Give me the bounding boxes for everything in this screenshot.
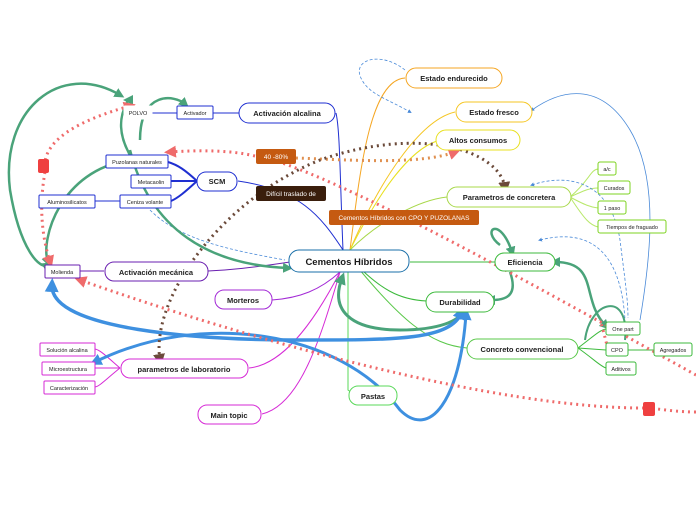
svg-text:Altos consumos: Altos consumos xyxy=(449,136,507,145)
svg-text:Curados: Curados xyxy=(604,186,625,192)
svg-text:SCM: SCM xyxy=(209,177,226,186)
node-molienda[interactable]: Molienda xyxy=(44,264,81,279)
node-activador[interactable]: Activador xyxy=(176,105,214,120)
node-tiempos-fraguado[interactable]: Tiempos de fraguado xyxy=(597,219,667,234)
callout-traslado[interactable]: Difícil traslado de xyxy=(256,186,326,201)
relation-curves xyxy=(7,58,696,422)
svg-text:Ceniza volante: Ceniza volante xyxy=(127,200,163,206)
svg-text:One part: One part xyxy=(612,327,634,333)
svg-text:Parametros de concretera: Parametros de concretera xyxy=(463,193,556,202)
node-cpo[interactable]: CPO xyxy=(605,342,629,357)
svg-text:Aditivos: Aditivos xyxy=(611,367,631,373)
node-ac[interactable]: a/c xyxy=(597,161,617,176)
svg-text:parametros de laboratorio: parametros de laboratorio xyxy=(138,365,231,374)
svg-text:Caracterización: Caracterización xyxy=(50,386,88,392)
node-activacion-mecanica[interactable]: Activación mecánica xyxy=(104,261,209,282)
svg-text:Agregados: Agregados xyxy=(660,348,687,354)
svg-text:40 -80%: 40 -80% xyxy=(264,154,288,161)
svg-text:Cementos Híbridos: Cementos Híbridos xyxy=(305,257,392,268)
node-durabilidad[interactable]: Durabilidad xyxy=(425,291,495,313)
central-node[interactable]: Cementos Híbridos xyxy=(288,249,410,273)
red-pin-right xyxy=(643,402,655,416)
node-polvo[interactable]: POLVO xyxy=(123,105,153,120)
node-ceniza-volante[interactable]: Ceniza volante xyxy=(119,194,172,209)
node-solucion-alcalina[interactable]: Solución alcalina xyxy=(39,342,96,357)
callout-porcentaje[interactable]: 40 -80% xyxy=(256,149,296,164)
svg-text:Estado fresco: Estado fresco xyxy=(469,108,519,117)
svg-text:Solución alcalina: Solución alcalina xyxy=(46,348,88,354)
svg-text:Molienda: Molienda xyxy=(51,270,74,276)
node-estado-endurecido[interactable]: Estado endurecido xyxy=(405,67,503,89)
node-aditivos[interactable]: Aditivos xyxy=(605,361,637,376)
svg-text:Estado endurecido: Estado endurecido xyxy=(420,74,488,83)
svg-text:Morteros: Morteros xyxy=(227,296,259,305)
callout-cpo-puzolanas[interactable]: Cementos Híbridos con CPO Y PUZOLANAS xyxy=(329,210,479,225)
node-one-part[interactable]: One part xyxy=(605,321,641,336)
node-pastas[interactable]: Pastas xyxy=(348,385,398,406)
node-metacaolin[interactable]: Metacaolin xyxy=(130,174,172,189)
svg-text:Puzolanas naturales: Puzolanas naturales xyxy=(112,160,162,166)
svg-text:CPO: CPO xyxy=(611,348,624,354)
node-altos-consumos[interactable]: Altos consumos xyxy=(435,129,521,151)
svg-text:Aluminosilicatos: Aluminosilicatos xyxy=(47,200,87,206)
svg-text:Main topic: Main topic xyxy=(210,411,247,420)
node-1-paso[interactable]: 1 paso xyxy=(597,200,627,215)
svg-text:Activación alcalina: Activación alcalina xyxy=(253,109,321,118)
svg-text:POLVO: POLVO xyxy=(129,111,148,117)
svg-text:a/c: a/c xyxy=(603,167,611,173)
svg-text:Activación mecánica: Activación mecánica xyxy=(119,268,194,277)
node-eficiencia[interactable]: Eficiencia xyxy=(494,252,556,272)
node-puzolanas-naturales[interactable]: Puzolanas naturales xyxy=(105,154,169,169)
svg-text:Cementos Híbridos con CPO Y PU: Cementos Híbridos con CPO Y PUZOLANAS xyxy=(339,215,471,222)
node-parametros-laboratorio[interactable]: parametros de laboratorio xyxy=(120,358,249,379)
svg-text:Activador: Activador xyxy=(184,111,207,117)
node-microestructura[interactable]: Microestructura xyxy=(41,361,96,376)
svg-text:Pastas: Pastas xyxy=(361,392,385,401)
node-aluminosilicatos[interactable]: Aluminosilicatos xyxy=(38,194,96,209)
node-estado-fresco[interactable]: Estado fresco xyxy=(455,101,533,123)
node-scm[interactable]: SCM xyxy=(196,171,238,192)
node-activacion-alcalina[interactable]: Activación alcalina xyxy=(238,102,336,124)
node-caracterizacion[interactable]: Caracterización xyxy=(43,380,96,395)
node-parametros-concretera[interactable]: Parametros de concretera xyxy=(446,186,572,208)
node-concreto-convencional[interactable]: Concreto convencional xyxy=(466,338,579,360)
node-main-topic[interactable]: Main topic xyxy=(197,404,262,425)
node-agregados[interactable]: Agregados xyxy=(653,342,693,357)
svg-text:Metacaolin: Metacaolin xyxy=(138,180,165,186)
svg-text:Concreto convencional: Concreto convencional xyxy=(481,345,564,354)
svg-text:Tiempos de fraguado: Tiempos de fraguado xyxy=(606,225,658,231)
node-curados[interactable]: Curados xyxy=(597,180,631,195)
svg-text:1 paso: 1 paso xyxy=(604,206,621,212)
svg-text:Eficiencia: Eficiencia xyxy=(507,258,543,267)
node-morteros[interactable]: Morteros xyxy=(214,289,273,310)
red-pin-left xyxy=(38,159,49,173)
svg-text:Difícil traslado de: Difícil traslado de xyxy=(266,191,316,198)
svg-text:Durabilidad: Durabilidad xyxy=(439,298,481,307)
svg-text:Microestructura: Microestructura xyxy=(49,367,88,373)
